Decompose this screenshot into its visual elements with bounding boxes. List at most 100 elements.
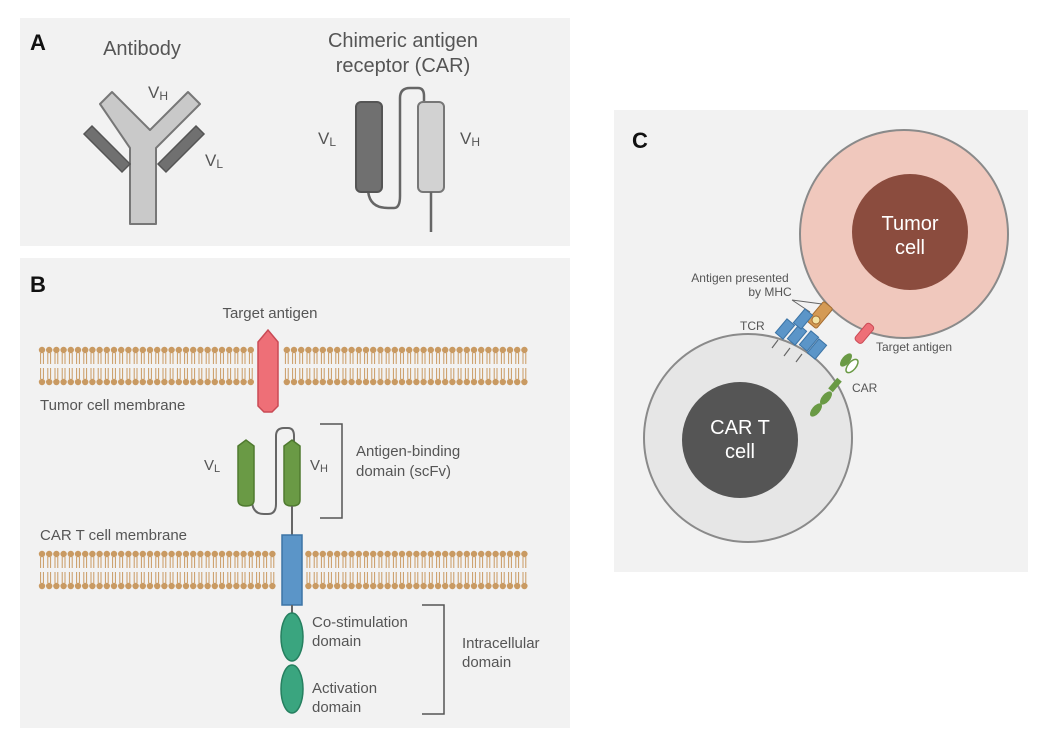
lipid-head xyxy=(247,378,254,386)
mhc-label-line2: by MHC xyxy=(748,285,792,299)
lipid-head xyxy=(492,582,499,590)
lipid-head xyxy=(161,550,168,558)
lipid-head xyxy=(463,378,470,386)
lipid-head xyxy=(190,550,197,558)
lipid-head xyxy=(485,378,492,386)
lipid-head xyxy=(204,582,211,590)
lipid-head xyxy=(463,346,470,354)
lipid-head xyxy=(406,346,413,354)
antibody-heavy-chain xyxy=(99,91,201,225)
lipid-head xyxy=(362,378,370,386)
lipid-head xyxy=(175,550,182,558)
lipid-head xyxy=(82,378,89,386)
lipid-head xyxy=(247,582,254,590)
car-vh-domain xyxy=(417,101,445,193)
lipid-head xyxy=(283,378,290,386)
lipid-head xyxy=(197,550,204,558)
lipid-head xyxy=(139,550,146,558)
costimulation-domain xyxy=(280,612,304,662)
lipid-head xyxy=(74,346,82,354)
lipid-head xyxy=(341,582,348,590)
lipid-head xyxy=(485,582,492,590)
lipid-head xyxy=(118,550,125,558)
lipid-head xyxy=(103,582,111,590)
lipid-head xyxy=(197,378,204,386)
lipid-head xyxy=(406,550,413,558)
car-scfv-c xyxy=(840,353,852,367)
lipid-head xyxy=(348,378,355,386)
car-t-cell-line2: cell xyxy=(725,441,755,463)
lipid-head xyxy=(132,550,139,558)
cart-membrane-label: CAR T cell membrane xyxy=(40,527,187,544)
lipid-head xyxy=(103,346,111,354)
lipid-head xyxy=(427,346,434,354)
lipid-head xyxy=(175,582,182,590)
car-t-cell-line1: CAR T xyxy=(710,417,770,439)
lipid-head xyxy=(449,550,456,558)
lipid-head xyxy=(514,550,521,558)
lipid-head xyxy=(233,550,240,558)
lipid-head xyxy=(89,346,96,354)
lipid-head xyxy=(139,582,146,590)
tcr-subunit xyxy=(806,338,828,360)
lipid-head xyxy=(96,582,103,590)
lipid-head xyxy=(326,346,334,354)
lipid-head xyxy=(132,378,139,386)
lipid-head xyxy=(240,378,247,386)
tcr-stalk xyxy=(771,339,779,349)
lipid-head xyxy=(67,346,75,354)
lipid-head xyxy=(269,582,276,590)
lipid-head xyxy=(240,582,247,590)
target-antigen-label-b: Target antigen xyxy=(222,305,317,322)
tcr-stalk xyxy=(795,353,803,363)
tcr-complex xyxy=(771,308,828,363)
tcr-stalk xyxy=(783,347,791,357)
lipid-head xyxy=(38,378,46,386)
lipid-head xyxy=(211,582,218,590)
lipid-head xyxy=(247,346,254,354)
presented-antigen xyxy=(811,315,821,325)
lipid-head xyxy=(370,346,377,354)
lipid-head xyxy=(182,582,190,590)
lipid-head xyxy=(434,582,442,590)
lipid-head xyxy=(226,550,233,558)
lipid-head xyxy=(499,346,506,354)
car-tm-c xyxy=(828,377,842,393)
lipid-head xyxy=(463,550,470,558)
lipid-head xyxy=(226,346,233,354)
lipid-head xyxy=(384,378,391,386)
lipid-head xyxy=(521,378,528,386)
lipid-head xyxy=(139,346,146,354)
binding-domain-line1: Antigen-binding xyxy=(356,443,460,460)
lipid-head xyxy=(470,582,478,590)
lipid-head xyxy=(434,550,442,558)
lipid-head xyxy=(521,346,528,354)
lipid-head xyxy=(110,346,118,354)
lipid-head xyxy=(240,550,247,558)
lipid-head xyxy=(96,378,103,386)
lipid-head xyxy=(254,582,262,590)
lipid-head xyxy=(485,346,492,354)
lipid-head xyxy=(326,378,334,386)
car-vl-domain xyxy=(355,101,383,193)
lipid-head xyxy=(312,550,319,558)
lipid-head xyxy=(103,378,111,386)
lipid-head xyxy=(442,378,449,386)
lipid-head xyxy=(182,550,190,558)
activation-line1: Activation xyxy=(312,680,377,697)
lipid-head xyxy=(470,550,478,558)
antibody-vl-label: VL xyxy=(205,151,223,171)
lipid-head xyxy=(125,346,132,354)
car-t-cell-membrane xyxy=(38,550,528,590)
lipid-head xyxy=(456,582,463,590)
lipid-head xyxy=(154,378,161,386)
lipid-head xyxy=(298,378,305,386)
lipid-head xyxy=(478,582,485,590)
lipid-head xyxy=(67,378,75,386)
lipid-head xyxy=(370,582,377,590)
lipid-head xyxy=(521,582,528,590)
lipid-head xyxy=(362,582,370,590)
activation-line2: domain xyxy=(312,699,361,716)
lipid-head xyxy=(499,378,506,386)
